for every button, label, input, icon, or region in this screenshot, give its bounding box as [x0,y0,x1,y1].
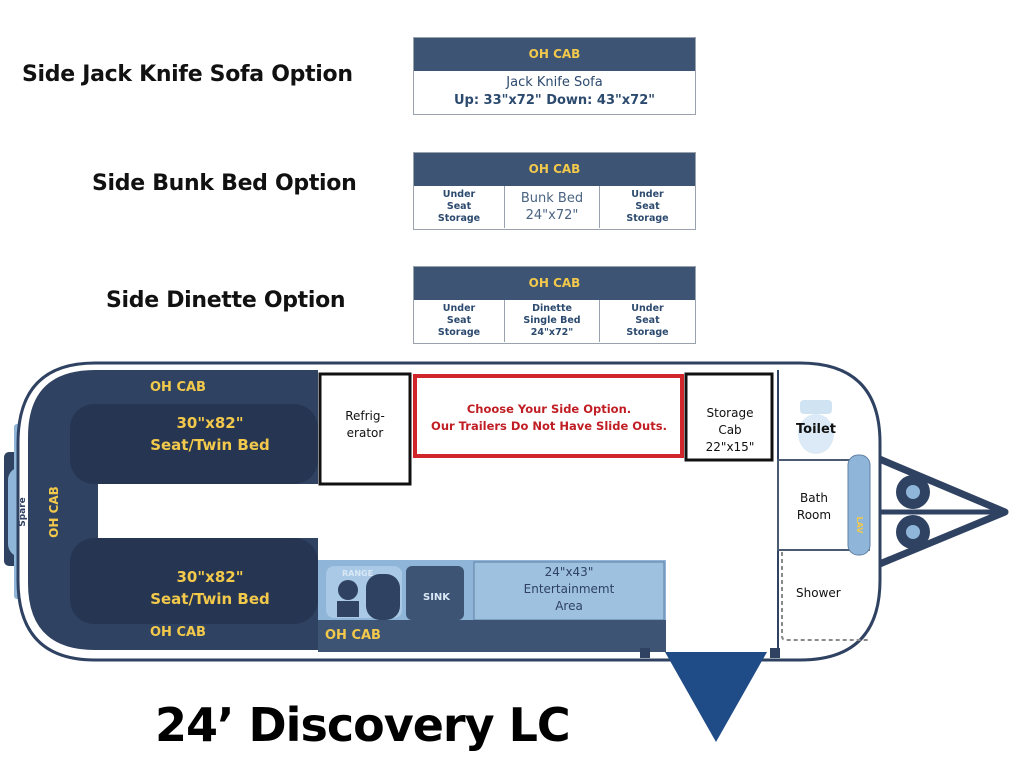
option-title-bunk-bed: Side Bunk Bed Option [92,171,357,196]
model-name: 24’ Discovery LC [155,698,571,752]
bath-room-line: Bath [800,491,828,505]
notice-line: Our Trailers Do Not Have Slide Outs. [431,419,667,433]
entertainment-dimensions: 24"x43" [544,565,594,579]
dinette-dimensions: 24"x72" [530,327,574,338]
storage-label: Under [442,303,476,314]
bottom-bed-name: Seat/Twin Bed [150,590,270,608]
storage-label: Storage [437,213,481,224]
oh-cab-bottom-label: OH CAB [150,625,206,640]
refrigerator-label-line: Refrig- [345,409,385,423]
range-label: RANGE [342,569,374,578]
oh-cab-bar: OH CAB [414,267,695,300]
storage-label: Under [442,189,476,200]
bath-room-line: Room [796,508,832,522]
top-bed-dimensions: 30"x82" [176,414,244,432]
dinette-label: Single Bed [523,315,581,326]
oven-icon [337,601,359,617]
shower-label: Shower [796,586,841,600]
storage-cab [684,372,774,462]
sink-basin [406,566,464,620]
burner-icon [338,580,358,600]
jack-knife-sofa-cell: Jack Knife Sofa Up: 33"x72" Down: 43"x72… [414,71,695,113]
bath-room-label: Bath Room [782,490,846,524]
storage-cab-line: Cab [718,423,742,437]
sink-label: SINK [423,592,451,603]
bunk-bed-cell: Bunk Bed 24"x72" [505,186,600,228]
dinette-option-box: OH CAB Under Seat Storage Dinette Single… [413,266,696,344]
jack-knife-sofa-dimensions: Up: 33"x72" Down: 43"x72" [453,93,656,108]
under-seat-storage-left: Under Seat Storage [414,300,505,342]
bunk-bed-option-box: OH CAB Under Seat Storage Bunk Bed 24"x7… [413,152,696,230]
oh-cab-bar: OH CAB [414,153,695,186]
bunk-bed-dimensions: 24"x72" [525,208,579,223]
entertainment-line: Area [555,599,583,613]
bathroom [777,370,871,652]
oh-cab-bar: OH CAB [414,38,695,71]
storage-label: Storage [626,213,669,224]
lav-label: LAV [855,516,864,534]
top-bed-label: 30"x82" Seat/Twin Bed [120,412,300,456]
entertainment-label: 24"x43" Entertainmemt Area [476,564,662,615]
bottom-bed-label: 30"x82" Seat/Twin Bed [120,566,300,610]
oh-cab-bottom-right-label: OH CAB [325,628,381,643]
storage-label: Under [631,189,664,200]
storage-label: Seat [635,315,660,326]
storage-cab-line: Storage [706,406,754,420]
entertainment-line: Entertainmemt [523,582,615,596]
under-seat-storage-right: Under Seat Storage [600,300,695,342]
spare-label: Spare [18,497,28,527]
under-seat-storage-right: Under Seat Storage [600,186,695,228]
storage-label: Seat [446,315,472,326]
jack-knife-sofa-label: Jack Knife Sofa [506,75,603,90]
top-bed-name: Seat/Twin Bed [150,436,270,454]
jack-knife-sofa-option-box: OH CAB Jack Knife Sofa Up: 33"x72" Down:… [413,37,696,115]
under-seat-storage-left: Under Seat Storage [414,186,505,228]
storage-label: Seat [635,201,660,212]
dinette-label: Dinette [532,303,572,314]
side-option-area [413,374,684,458]
storage-label: Seat [446,201,472,212]
bunk-bed-label: Bunk Bed [520,191,584,206]
refrigerator-label-line: erator [346,426,384,440]
option-title-jack-knife: Side Jack Knife Sofa Option [22,62,353,87]
option-title-dinette: Side Dinette Option [106,288,346,313]
storage-label: Storage [437,327,481,338]
toilet-label: Toilet [796,422,837,437]
storage-cab-dimensions: 22"x15" [705,440,755,454]
dinette-cell: Dinette Single Bed 24"x72" [505,300,600,342]
oh-cab-bottom-strip [318,620,666,652]
hitch-tongue [866,451,1009,572]
entry-door [665,652,767,742]
notice-line: Choose Your Side Option. [466,402,632,416]
side-option-notice: Choose Your Side Option. Our Trailers Do… [418,401,680,435]
refrigerator [318,372,412,486]
storage-label: Under [631,303,664,314]
refrigerator-label: Refrig- erator [322,408,408,442]
top-bed-cushion [70,404,318,484]
bottom-bed-cushion [70,538,318,624]
oh-cab-side-label: OH CAB [47,486,61,538]
bottom-bed-dimensions: 30"x82" [176,568,244,586]
door-hinge [640,648,650,658]
entertainment-area [473,561,665,621]
oh-cab-top-label: OH CAB [150,380,206,395]
aisle-gap [98,484,320,538]
range-hood-icon [366,574,400,620]
storage-cab-label: Storage Cab 22"x15" [688,405,772,456]
door-hinge [770,648,780,658]
storage-label: Storage [626,327,669,338]
